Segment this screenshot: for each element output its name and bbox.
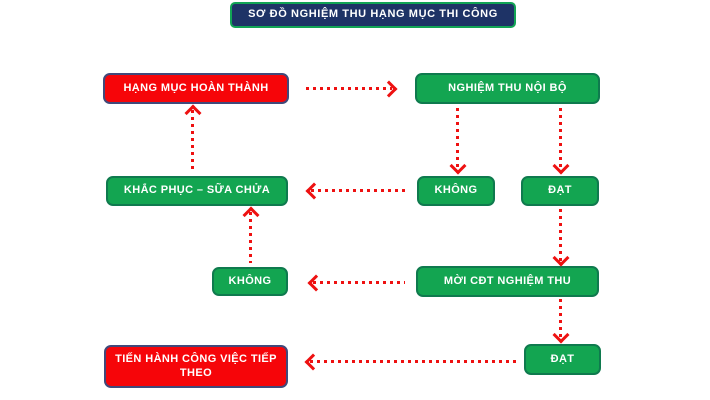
arrow-moicdt-to-dat2-icon xyxy=(559,299,562,338)
node-tien-hanh-cong-viec-tiep-theo: TIẾN HÀNH CÔNG VIỆC TIẾP THEO xyxy=(104,345,288,388)
arrow-dat2-to-tienhanh-icon xyxy=(310,360,518,363)
node-hang-muc-hoan-thanh: HẠNG MỤC HOÀN THÀNH xyxy=(103,73,289,104)
arrow-moicdt-to-khong-icon xyxy=(313,281,405,284)
node-dat-noi-bo: ĐẠT xyxy=(521,176,599,206)
arrow-khong2-to-khacphuc-icon xyxy=(249,212,252,263)
arrow-khacphuc-to-hoanthanh-icon xyxy=(191,110,194,171)
arrow-khong-to-khacphuc-icon xyxy=(311,189,405,192)
node-khong-noi-bo: KHÔNG xyxy=(417,176,495,206)
node-moi-cdt-nghiem-thu: MỜI CĐT NGHIỆM THU xyxy=(416,266,599,297)
node-khac-phuc-sua-chua: KHẮC PHỤC – SỮA CHỬA xyxy=(106,176,288,206)
node-dat-cdt: ĐẠT xyxy=(524,344,601,375)
arrow-hoanthanh-to-noibo-icon xyxy=(306,87,392,90)
diagram-title: SƠ ĐỒ NGHIỆM THU HẠNG MỤC THI CÔNG xyxy=(230,2,516,28)
arrow-noibo-to-khong-icon xyxy=(456,108,459,169)
arrow-noibo-to-dat-icon xyxy=(559,108,562,169)
node-khong-cdt: KHÔNG xyxy=(212,267,288,296)
node-nghiem-thu-noi-bo: NGHIỆM THU NỘI BỘ xyxy=(415,73,600,104)
arrow-dat-to-moicdt-icon xyxy=(559,209,562,261)
